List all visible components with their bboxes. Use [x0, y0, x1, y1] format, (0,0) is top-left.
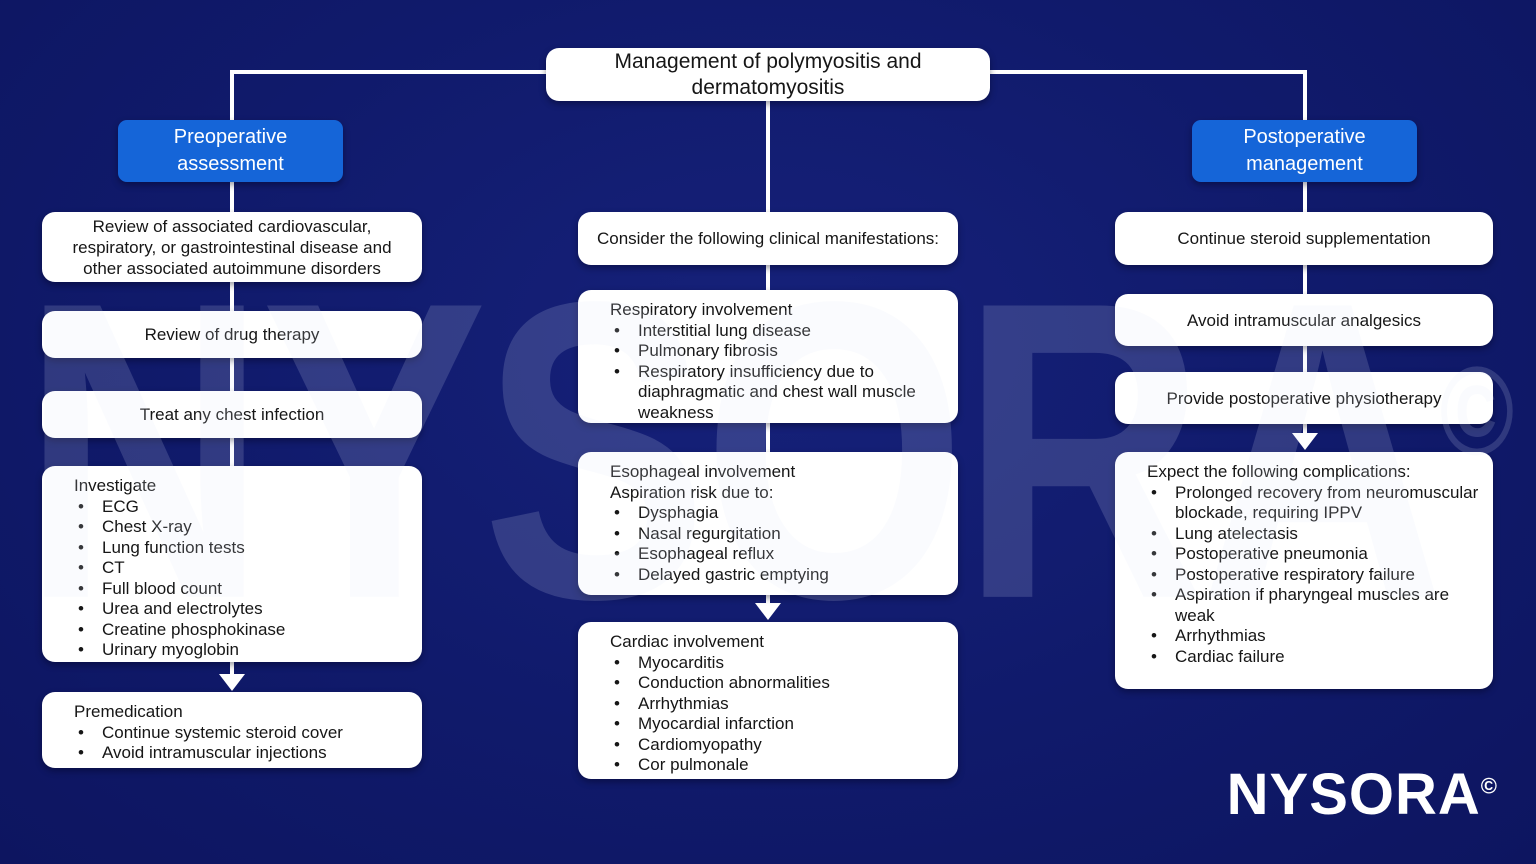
box-title: Premedication: [74, 702, 183, 721]
list-item: Respiratory insufficiency due to diaphra…: [610, 362, 944, 424]
list-item: Creatine phosphokinase: [74, 620, 408, 641]
box-text: Review of drug therapy: [144, 325, 320, 344]
box-title: Expect the following complications:: [1147, 462, 1411, 481]
esophageal-list: Dysphagia Nasal regurgitation Esophageal…: [610, 503, 944, 585]
complications-list: Prolonged recovery from neuromuscular bl…: [1147, 483, 1479, 668]
box-text: Review of associated cardiovascular, res…: [72, 216, 392, 278]
connector-title-to-right: [988, 70, 1307, 74]
box-expect-complications: Expect the following complications: Prol…: [1115, 452, 1493, 689]
list-item: Cardiac failure: [1147, 647, 1479, 668]
list-item: Esophageal reflux: [610, 544, 944, 565]
header-label: Postoperative management: [1243, 126, 1366, 175]
connector-title-to-left: [230, 70, 548, 74]
list-item: Myocarditis: [610, 653, 944, 674]
list-item: ECG: [74, 497, 408, 518]
copyright-icon: ©: [1480, 773, 1498, 799]
logo-text: NYSORA: [1226, 762, 1481, 827]
list-item: Interstitial lung disease: [610, 321, 944, 342]
box-review-drug-therapy: Review of drug therapy: [42, 311, 422, 358]
box-text: Treat any chest infection: [139, 405, 325, 424]
list-item: Arrhythmias: [1147, 626, 1479, 647]
respiratory-list: Interstitial lung disease Pulmonary fibr…: [610, 321, 944, 424]
list-item: Myocardial infarction: [610, 714, 944, 735]
box-investigate: Investigate ECG Chest X-ray Lung functio…: [42, 466, 422, 662]
box-title: Cardiac involvement: [610, 632, 765, 651]
list-item: Pulmonary fibrosis: [610, 341, 944, 362]
title-box: Management of polymyositis and dermatomy…: [546, 48, 990, 101]
list-item: Cor pulmonale: [610, 755, 944, 776]
list-item: Lung function tests: [74, 538, 408, 559]
box-cardiac-involvement: Cardiac involvement Myocarditis Conducti…: [578, 622, 958, 779]
box-text: Avoid intramuscular analgesics: [1186, 310, 1422, 330]
arrow-down-icon: [219, 674, 245, 691]
box-avoid-intramuscular-analgesics: Avoid intramuscular analgesics: [1115, 294, 1493, 346]
header-postoperative-management: Postoperative management: [1192, 120, 1417, 182]
list-item: Dysphagia: [610, 503, 944, 524]
list-item: Postoperative pneumonia: [1147, 544, 1479, 565]
list-item: Lung atelectasis: [1147, 524, 1479, 545]
arrow-down-icon: [755, 603, 781, 620]
box-subtitle: Aspiration risk due to:: [610, 482, 774, 502]
box-text: Continue steroid supplementation: [1177, 229, 1431, 248]
header-preoperative-assessment: Preoperative assessment: [118, 120, 343, 182]
list-item: Avoid intramuscular injections: [74, 743, 408, 764]
box-postoperative-physiotherapy: Provide postoperative physiotherapy: [1115, 372, 1493, 424]
list-item: Conduction abnormalities: [610, 673, 944, 694]
arrow-down-icon: [1292, 433, 1318, 450]
connector-left-column: [230, 70, 234, 676]
list-item: Urinary myoglobin: [74, 640, 408, 661]
box-title: Respiratory involvement: [610, 300, 793, 319]
box-premedication: Premedication Continue systemic steroid …: [42, 692, 422, 768]
list-item: CT: [74, 558, 408, 579]
box-esophageal-involvement: Esophageal involvement Aspiration risk d…: [578, 452, 958, 595]
premedication-list: Continue systemic steroid cover Avoid in…: [74, 723, 408, 764]
box-consider-manifestations: Consider the following clinical manifest…: [578, 212, 958, 265]
list-item: Nasal regurgitation: [610, 524, 944, 545]
box-title: Investigate: [74, 476, 157, 495]
list-item: Postoperative respiratory failure: [1147, 565, 1479, 586]
box-text: Consider the following clinical manifest…: [596, 229, 940, 248]
box-continue-steroid: Continue steroid supplementation: [1115, 212, 1493, 265]
list-item: Aspiration if pharyngeal muscles are wea…: [1147, 585, 1479, 626]
list-item: Cardiomyopathy: [610, 735, 944, 756]
box-text: Provide postoperative physiotherapy: [1166, 388, 1442, 408]
page-title: Management of polymyositis and dermatomy…: [614, 49, 922, 99]
investigate-list: ECG Chest X-ray Lung function tests CT F…: [74, 497, 408, 661]
list-item: Delayed gastric emptying: [610, 565, 944, 586]
nysora-logo: NYSORA©: [1227, 766, 1498, 824]
list-item: Continue systemic steroid cover: [74, 723, 408, 744]
header-label: Preoperative assessment: [173, 126, 288, 175]
box-review-associated-disease: Review of associated cardiovascular, res…: [42, 212, 422, 282]
list-item: Urea and electrolytes: [74, 599, 408, 620]
list-item: Full blood count: [74, 579, 408, 600]
box-treat-chest-infection: Treat any chest infection: [42, 391, 422, 438]
list-item: Arrhythmias: [610, 694, 944, 715]
box-respiratory-involvement: Respiratory involvement Interstitial lun…: [578, 290, 958, 423]
list-item: Chest X-ray: [74, 517, 408, 538]
box-title: Esophageal involvement: [610, 462, 796, 481]
cardiac-list: Myocarditis Conduction abnormalities Arr…: [610, 653, 944, 776]
list-item: Prolonged recovery from neuromuscular bl…: [1147, 483, 1479, 524]
